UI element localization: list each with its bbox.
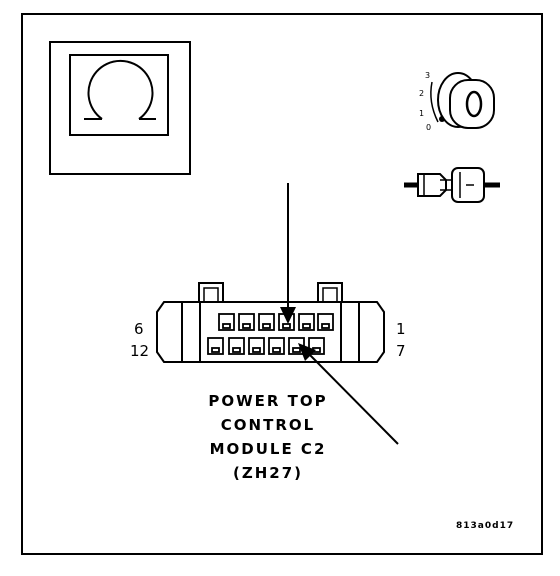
probe-arrow-diagonal bbox=[298, 343, 399, 445]
pin-label-12: 12 bbox=[130, 342, 149, 360]
pin-label-7: 7 bbox=[396, 342, 406, 360]
diagram-frame bbox=[21, 13, 543, 555]
cavity-row-bottom bbox=[207, 337, 325, 355]
connector-title-line-3: MODULE C2 bbox=[210, 440, 327, 458]
ignition-position-3: 3 bbox=[425, 71, 430, 80]
ignition-position-1: 1 bbox=[419, 109, 424, 118]
pin-label-1: 1 bbox=[396, 320, 406, 338]
connector-c2 bbox=[156, 282, 385, 363]
ignition-position-2: 2 bbox=[419, 89, 424, 98]
ignition-key-icon: 3 2 1 0 bbox=[419, 71, 495, 132]
probe-arrow-vertical bbox=[280, 183, 296, 324]
ignition-position-0: 0 bbox=[426, 123, 431, 132]
connector-title-line-4: (ZH27) bbox=[233, 464, 303, 482]
cavity-row-top bbox=[218, 313, 334, 331]
figure-code: 813a0d17 bbox=[456, 521, 514, 531]
connector-title-line-2: CONTROL bbox=[221, 416, 315, 434]
connector-title-line-1: POWER TOP bbox=[208, 392, 327, 410]
pin-label-6: 6 bbox=[134, 320, 144, 338]
ohm-icon bbox=[49, 41, 191, 175]
terminal-probe-icon bbox=[404, 167, 500, 203]
